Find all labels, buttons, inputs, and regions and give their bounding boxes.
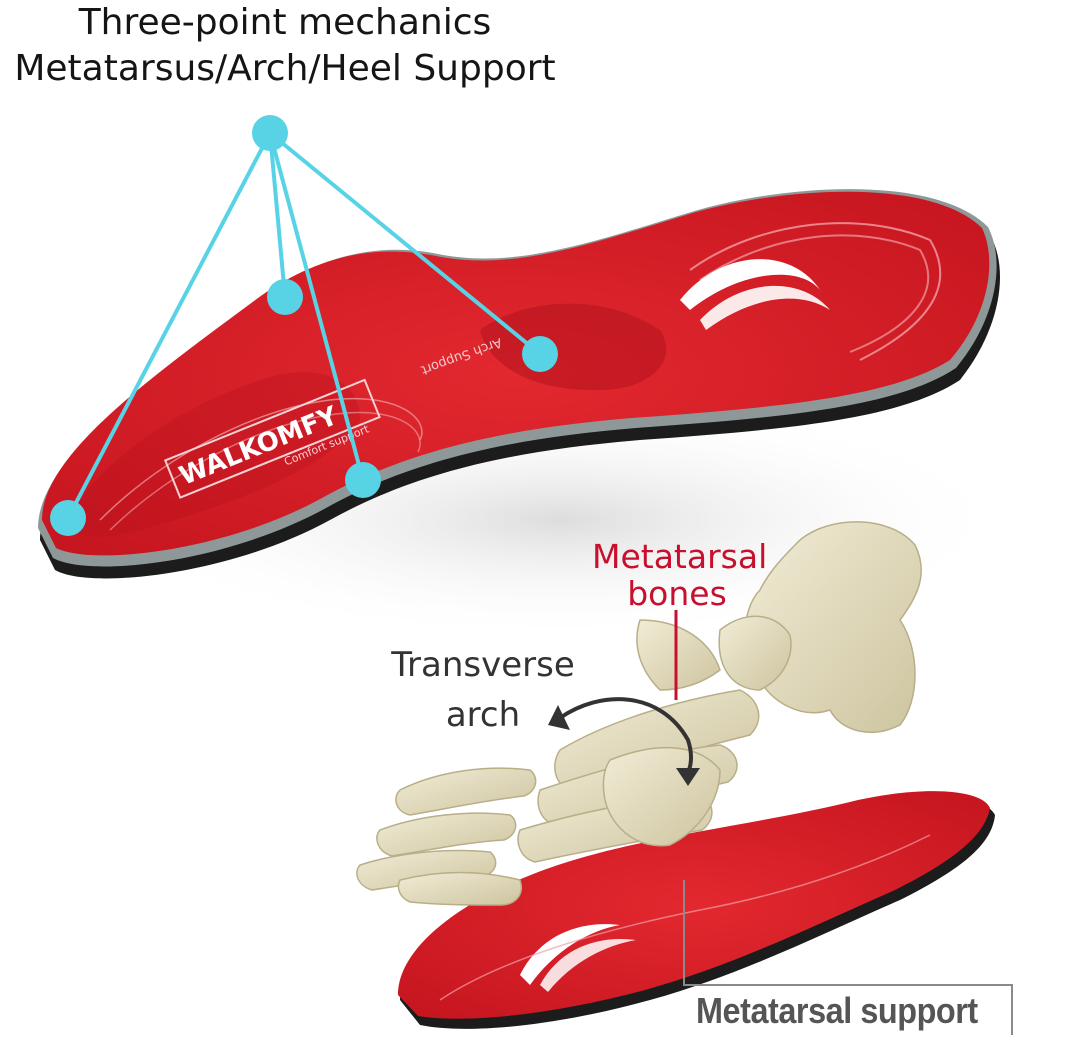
metatarsal-support-bracket [683, 880, 1013, 1035]
metatarsal-bones-line-1: Metatarsal [592, 537, 768, 576]
metatarsus-marker-dot [522, 336, 558, 372]
heel-marker-dot [50, 500, 86, 536]
inner-arch-marker-dot [345, 462, 381, 498]
contour-line [689, 222, 942, 361]
marker-lines [66, 131, 542, 519]
metatarsal-support-label: Metatarsal support [696, 990, 978, 1031]
lower-forefoot-swoosh [540, 938, 636, 992]
contour-line [109, 411, 421, 531]
contour-line [439, 834, 931, 1001]
heading-line-1: Three-point mechanics [78, 2, 492, 43]
heading-line-2: Metatarsus/Arch/Heel Support [14, 48, 556, 89]
contour-line [699, 234, 930, 353]
metatarsal-bones-label: Metatarsal bones [592, 537, 768, 613]
arch-marker-dot [267, 279, 303, 315]
marker-origin-dot [252, 115, 288, 151]
arrow-head-down [676, 768, 700, 786]
insole-top-surface [42, 191, 990, 556]
forefoot-swoosh [700, 285, 830, 330]
arrow-head-left [548, 705, 570, 730]
transverse-arch-arrow [558, 697, 693, 773]
arch-support-shading [480, 303, 667, 391]
transverse-arch-line-1: Transverse [391, 645, 575, 685]
transverse-arch-line-2: arch [445, 695, 521, 735]
foot-skeleton [356, 521, 922, 906]
lower-forefoot-swoosh [520, 924, 620, 985]
metatarsal-bones-line-2: bones [627, 574, 727, 613]
transverse-arch-label: Transverse arch [388, 640, 578, 740]
forefoot-swoosh [680, 259, 820, 310]
contour-line [99, 397, 423, 521]
